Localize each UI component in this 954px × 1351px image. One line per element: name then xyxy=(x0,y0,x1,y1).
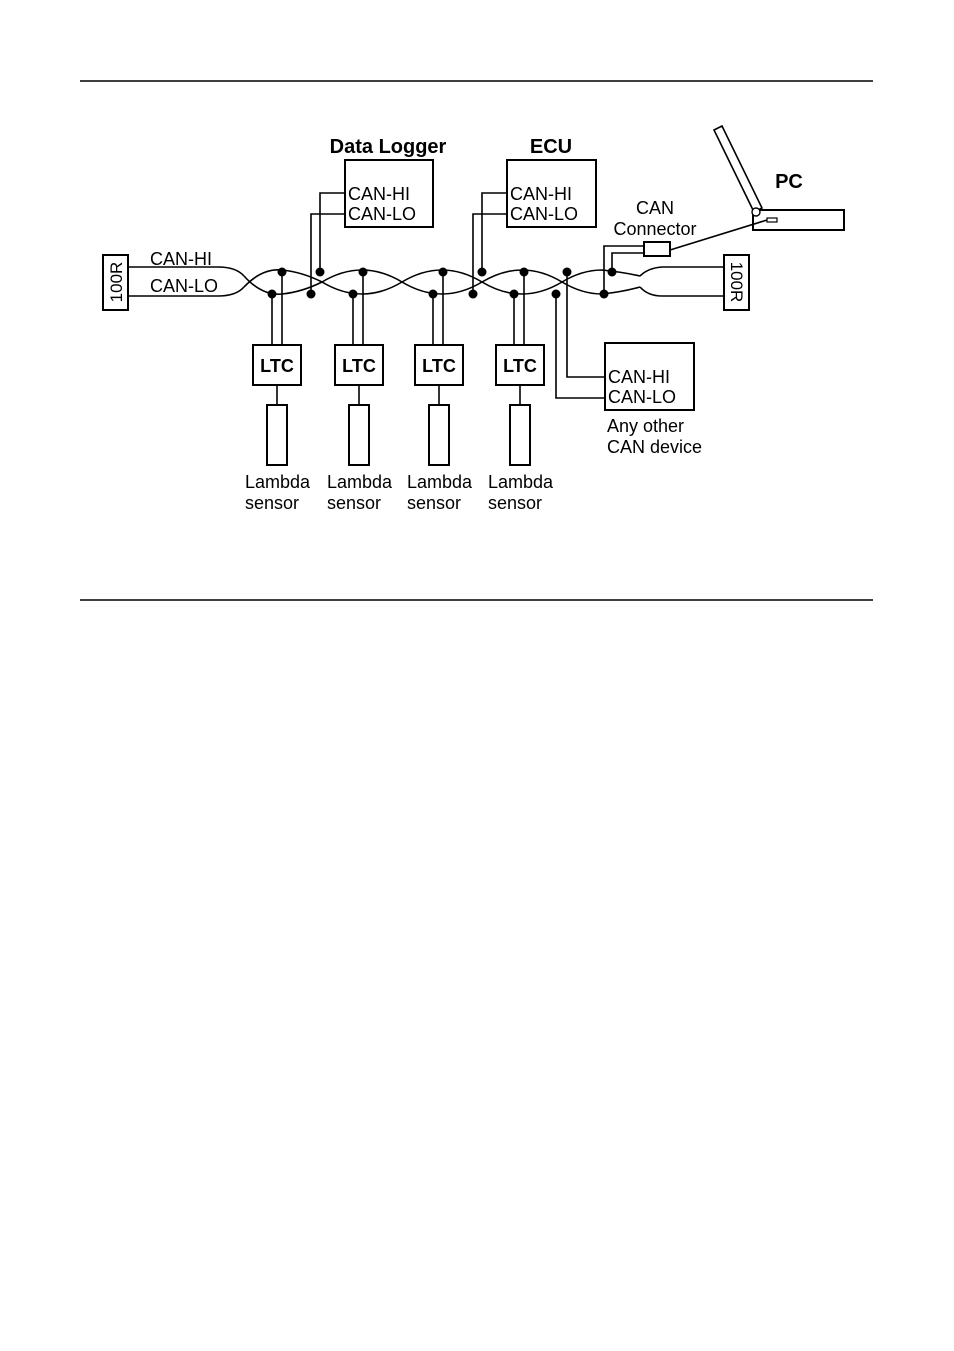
terminator-right-label: 100R xyxy=(727,262,746,303)
bus-can-hi-label: CAN-HI xyxy=(150,249,212,269)
ltc-unit-3: LTC Lambda sensor xyxy=(407,268,473,514)
ecu-title: ECU xyxy=(530,136,572,158)
terminator-right: 100R xyxy=(640,255,749,310)
connector-label-line1: CAN xyxy=(636,198,674,218)
ecu-can-lo: CAN-LO xyxy=(510,204,578,224)
lambda-sensor-4 xyxy=(510,405,530,465)
other-device-can-lo: CAN-LO xyxy=(608,387,676,407)
lambda-1-label-line2: sensor xyxy=(245,493,299,513)
ltc-1-label: LTC xyxy=(260,356,294,376)
lambda-1-label-line1: Lambda xyxy=(245,472,311,492)
ltc-3-label: LTC xyxy=(422,356,456,376)
pc-screen xyxy=(714,126,762,212)
other-device-label-line1: Any other xyxy=(607,416,684,436)
bus-can-lo-label: CAN-LO xyxy=(150,276,218,296)
other-device-can-hi: CAN-HI xyxy=(608,367,670,387)
ltc-unit-2: LTC Lambda sensor xyxy=(327,268,393,514)
lambda-3-label-line2: sensor xyxy=(407,493,461,513)
lambda-3-label-line1: Lambda xyxy=(407,472,473,492)
other-device-label-line2: CAN device xyxy=(607,437,702,457)
lambda-sensor-3 xyxy=(429,405,449,465)
lambda-4-label-line1: Lambda xyxy=(488,472,554,492)
data-logger-can-lo: CAN-LO xyxy=(348,204,416,224)
lambda-sensor-1 xyxy=(267,405,287,465)
pc-title: PC xyxy=(775,171,803,193)
pc-port xyxy=(767,218,777,222)
connector-body xyxy=(644,242,670,256)
ltc-4-label: LTC xyxy=(503,356,537,376)
pc-laptop: PC xyxy=(714,126,844,230)
ltc-unit-1: LTC Lambda sensor xyxy=(245,268,311,514)
lambda-2-label-line1: Lambda xyxy=(327,472,393,492)
data-logger-title: Data Logger xyxy=(330,136,447,158)
connector-label-line2: Connector xyxy=(613,219,696,239)
ltc-2-label: LTC xyxy=(342,356,376,376)
data-logger: Data Logger CAN-HI CAN-LO xyxy=(307,136,447,299)
terminator-left-label: 100R xyxy=(107,262,126,303)
lambda-2-label-line2: sensor xyxy=(327,493,381,513)
ltc-unit-4: LTC Lambda sensor xyxy=(488,268,554,514)
ecu-can-hi: CAN-HI xyxy=(510,184,572,204)
data-logger-can-hi: CAN-HI xyxy=(348,184,410,204)
lambda-sensor-2 xyxy=(349,405,369,465)
lambda-4-label-line2: sensor xyxy=(488,493,542,513)
